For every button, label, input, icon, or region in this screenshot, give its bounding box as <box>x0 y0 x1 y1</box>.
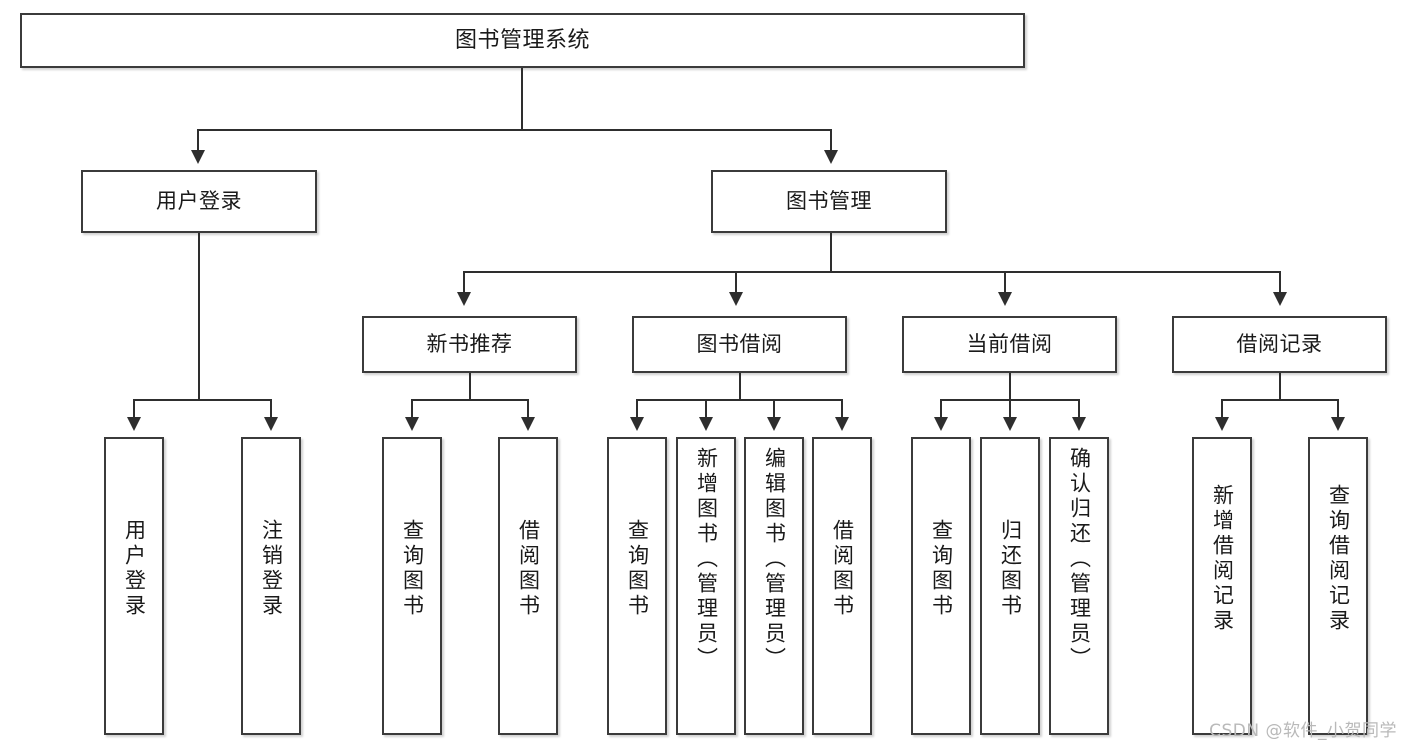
connector-user-login-to-leaf-1 <box>133 399 135 420</box>
node-label: 用户登录 <box>156 189 242 214</box>
leaf-borrow-record-query-record[interactable]: 查询借阅记录 <box>1308 437 1368 735</box>
connector-current-borrow-to-leaf-3 <box>1078 399 1080 420</box>
arrowhead-current-borrow-to-leaf-2 <box>1003 417 1017 431</box>
arrowhead-book-borrow-to-leaf-1 <box>630 417 644 431</box>
arrowhead-root-to-user-login <box>191 150 205 164</box>
node-borrow-record[interactable]: 借阅记录 <box>1172 316 1387 373</box>
leaf-book-borrow-borrow-book[interactable]: 借阅图书 <box>812 437 872 735</box>
leaf-new-book-query-book[interactable]: 查询图书 <box>382 437 442 735</box>
connector-book-management-stem <box>830 233 832 272</box>
node-label: 归还图书 <box>998 519 1023 619</box>
leaf-current-borrow-confirm-return-admin[interactable]: 确认归还（管理员） <box>1049 437 1109 735</box>
connector-to-current-borrow <box>1004 271 1006 296</box>
node-book-borrow[interactable]: 图书借阅 <box>632 316 847 373</box>
arrowhead-current-borrow-to-leaf-1 <box>934 417 948 431</box>
connector-user-login-to-leaf-2 <box>270 399 272 420</box>
arrowhead-borrow-record-to-leaf-2 <box>1331 417 1345 431</box>
node-label: 查询图书 <box>625 519 650 619</box>
leaf-book-borrow-query-book[interactable]: 查询图书 <box>607 437 667 735</box>
node-user-login[interactable]: 用户登录 <box>81 170 317 233</box>
node-label: 借阅记录 <box>1236 332 1323 357</box>
arrowhead-current-borrow-to-leaf-3 <box>1072 417 1086 431</box>
connector-borrow-record-to-leaf-2 <box>1337 399 1339 420</box>
arrowhead-user-login-to-leaf-2 <box>264 417 278 431</box>
connector-current-borrow-to-leaf-2 <box>1009 399 1011 420</box>
connector-root-to-user-login <box>197 129 199 154</box>
arrowhead-to-book-borrow <box>729 292 743 306</box>
connector-root-stem <box>521 68 523 130</box>
node-label: 图书管理系统 <box>454 27 590 53</box>
node-label: 当前借阅 <box>966 332 1053 357</box>
connector-root-to-book-management <box>830 129 832 154</box>
node-label: 用户登录 <box>122 519 147 619</box>
arrowhead-borrow-record-to-leaf-1 <box>1215 417 1229 431</box>
connector-new-book-recommend-bus <box>412 399 528 401</box>
node-label: 确认归还（管理员） <box>1067 447 1092 672</box>
leaf-user-login-logout[interactable]: 注销登录 <box>241 437 301 735</box>
leaf-current-borrow-query-book[interactable]: 查询图书 <box>911 437 971 735</box>
node-current-borrow[interactable]: 当前借阅 <box>902 316 1117 373</box>
leaf-current-borrow-return-book[interactable]: 归还图书 <box>980 437 1040 735</box>
connector-book-borrow-to-leaf-1 <box>636 399 638 420</box>
connector-to-new-book-recommend <box>463 271 465 296</box>
arrowhead-book-borrow-to-leaf-3 <box>767 417 781 431</box>
arrowhead-book-borrow-to-leaf-2 <box>699 417 713 431</box>
connector-new-book-recommend-stem <box>469 373 471 400</box>
arrowhead-new-book-recommend-to-leaf-2 <box>521 417 535 431</box>
node-label: 图书管理 <box>786 189 872 214</box>
node-book-management[interactable]: 图书管理 <box>711 170 947 233</box>
connector-new-book-recommend-to-leaf-1 <box>411 399 413 420</box>
connector-book-borrow-to-leaf-4 <box>841 399 843 420</box>
leaf-borrow-record-add-record[interactable]: 新增借阅记录 <box>1192 437 1252 735</box>
connector-user-login-stem <box>198 233 200 400</box>
connector-borrow-record-to-leaf-1 <box>1221 399 1223 420</box>
connector-root-bus <box>198 129 832 131</box>
connector-user-login-bus <box>134 399 270 401</box>
connector-book-borrow-to-leaf-2 <box>705 399 707 420</box>
connector-current-borrow-to-leaf-1 <box>940 399 942 420</box>
node-label: 查询图书 <box>400 519 425 619</box>
connector-book-borrow-bus <box>637 399 842 401</box>
connector-book-borrow-stem <box>739 373 741 400</box>
node-label: 图书借阅 <box>696 332 783 357</box>
arrowhead-to-new-book-recommend <box>457 292 471 306</box>
connector-level3-bus <box>464 271 1280 273</box>
leaf-book-borrow-add-book-admin[interactable]: 新增图书（管理员） <box>676 437 736 735</box>
connector-to-borrow-record <box>1279 271 1281 296</box>
node-label: 编辑图书（管理员） <box>762 447 787 672</box>
arrowhead-to-borrow-record <box>1273 292 1287 306</box>
node-label: 注销登录 <box>259 519 284 619</box>
connector-borrow-record-stem <box>1279 373 1281 400</box>
connector-to-book-borrow <box>735 271 737 296</box>
leaf-new-book-borrow-book[interactable]: 借阅图书 <box>498 437 558 735</box>
connector-current-borrow-stem <box>1009 373 1011 400</box>
connector-new-book-recommend-to-leaf-2 <box>527 399 529 420</box>
arrowhead-root-to-book-management <box>824 150 838 164</box>
leaf-book-borrow-edit-book-admin[interactable]: 编辑图书（管理员） <box>744 437 804 735</box>
node-label: 新增借阅记录 <box>1210 484 1235 634</box>
arrowhead-new-book-recommend-to-leaf-1 <box>405 417 419 431</box>
node-label: 借阅图书 <box>830 519 855 619</box>
arrowhead-user-login-to-leaf-1 <box>127 417 141 431</box>
node-label: 借阅图书 <box>516 519 541 619</box>
node-label: 查询借阅记录 <box>1326 484 1351 634</box>
node-label: 查询图书 <box>929 519 954 619</box>
connector-book-borrow-to-leaf-3 <box>773 399 775 420</box>
connector-borrow-record-bus <box>1222 399 1338 401</box>
arrowhead-to-current-borrow <box>998 292 1012 306</box>
node-book-management-system[interactable]: 图书管理系统 <box>20 13 1025 68</box>
node-new-book-recommend[interactable]: 新书推荐 <box>362 316 577 373</box>
leaf-user-login-login[interactable]: 用户登录 <box>104 437 164 735</box>
arrowhead-book-borrow-to-leaf-4 <box>835 417 849 431</box>
node-label: 新书推荐 <box>426 332 513 357</box>
node-label: 新增图书（管理员） <box>694 447 719 672</box>
